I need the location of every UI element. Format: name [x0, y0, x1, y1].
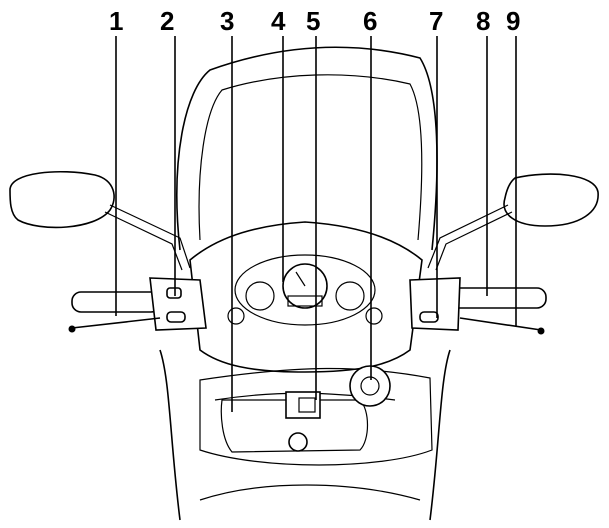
dashboard-cowl	[189, 221, 423, 373]
front-shield	[159, 349, 451, 521]
windscreen	[176, 46, 438, 251]
callout-5: 5	[306, 6, 320, 36]
callout-6: 6	[363, 6, 377, 36]
right-mirror	[427, 173, 599, 271]
callout-8: 8	[476, 6, 490, 36]
left-mirror	[9, 170, 191, 271]
callout-4: 4	[271, 6, 286, 36]
callout-7: 7	[429, 6, 443, 36]
handlebar-left	[68, 277, 207, 333]
callout-9: 9	[506, 6, 520, 36]
callout-1: 1	[109, 6, 123, 36]
callout-2: 2	[160, 6, 174, 36]
handlebar-right	[409, 277, 547, 335]
callout-3: 3	[220, 6, 234, 36]
callout-leaders	[115, 36, 517, 412]
